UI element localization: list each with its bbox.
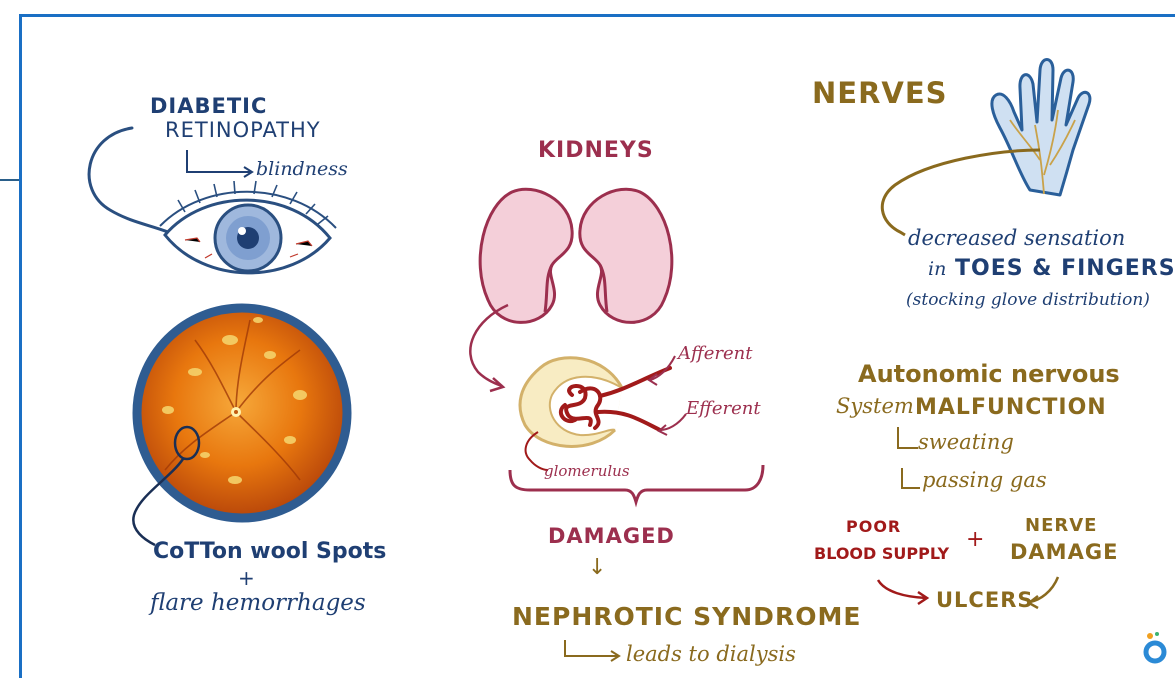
dialysis-label: leads to dialysis <box>626 642 796 666</box>
decreased-sensation-label: decreased sensation <box>908 226 1125 250</box>
malfunction-label: MALFUNCTION <box>915 395 1107 420</box>
toes-fingers-label: TOES & FINGERS <box>955 256 1175 281</box>
cotton-wool-spots-label: CoTTon wool Spots <box>153 539 386 564</box>
poor-supply-to-ulcers-arrow <box>878 580 926 598</box>
system-label: System <box>836 394 914 418</box>
poor-label: POOR <box>846 517 901 536</box>
glomerulus-icon <box>520 358 670 447</box>
nephrotic-syndrome-label: NEPHROTIC SYNDROME <box>512 602 861 631</box>
diabetic-label: DIABETIC <box>150 94 267 118</box>
nerve-damage-label: DAMAGE <box>1010 540 1118 564</box>
blindness-label: blindness <box>256 158 348 180</box>
kidneys-title: KIDNEYS <box>538 138 654 163</box>
gas-bracket <box>902 468 920 488</box>
sensation-in-label: in <box>928 258 946 280</box>
retina-fundus-image <box>137 308 347 518</box>
glomerulus-label: glomerulus <box>544 462 630 480</box>
sweating-label: sweating <box>918 430 1014 454</box>
kidney-left-icon <box>480 189 572 322</box>
nephrotic-arrow-tail <box>565 640 618 656</box>
retinopathy-label: RETINOPATHY <box>165 118 321 142</box>
blood-supply-label: BLOOD SUPPLY <box>814 544 949 563</box>
damaged-down-arrow: ↓ <box>588 555 606 580</box>
eye-pointer-line <box>89 128 168 232</box>
nerve-label: NERVE <box>1025 515 1097 536</box>
osmosis-logo-icon <box>1146 632 1164 661</box>
eye-icon <box>160 181 336 273</box>
ulcers-label: ULCERS <box>936 588 1034 612</box>
sweating-bracket <box>898 427 918 448</box>
eye-plus-sign: + <box>238 566 255 590</box>
passing-gas-label: passing gas <box>922 468 1047 492</box>
nerves-title: NERVES <box>812 76 948 110</box>
autonomic-nervous-label: Autonomic nervous <box>858 360 1120 388</box>
kidney-right-icon <box>580 189 672 322</box>
efferent-label: Efferent <box>686 398 761 419</box>
damaged-label: DAMAGED <box>548 524 675 548</box>
afferent-label: Afferent <box>678 343 753 364</box>
hand-icon <box>992 60 1090 196</box>
flare-hemorrhages-label: flare hemorrhages <box>150 590 366 616</box>
blindness-arrow <box>187 150 250 172</box>
nerves-plus-sign: + <box>966 527 984 552</box>
stocking-glove-label: (stocking glove distribution) <box>906 290 1150 310</box>
